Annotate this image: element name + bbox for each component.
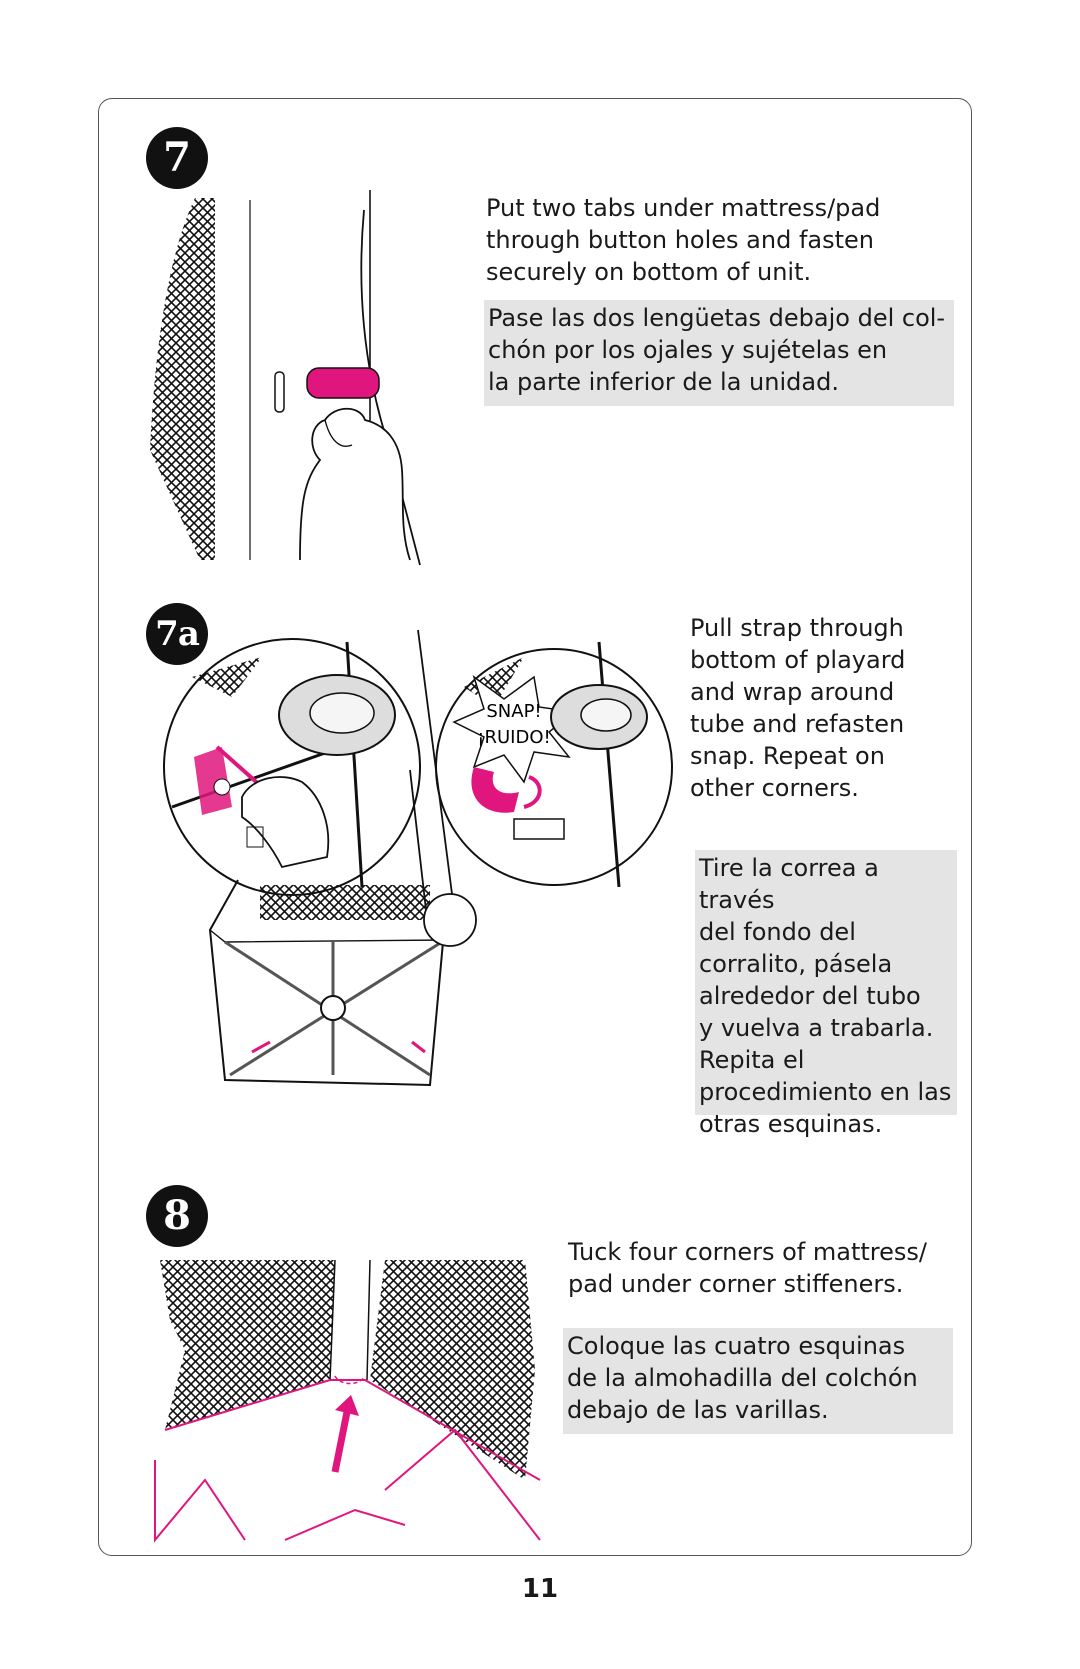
page-number: 11 (521, 1574, 559, 1604)
playard-frame-illustration (208, 629, 477, 1087)
step-8-badge: 8 (146, 1185, 208, 1247)
page-frame (98, 98, 972, 1556)
step-7a-badge: 7a (146, 603, 208, 665)
step-7-instructions-en: Put two tabs under mattress/pad through … (486, 194, 881, 286)
snap-label: SNAP! (486, 701, 541, 722)
step-7a-instructions-es: Tire la correa a través del fondo del co… (695, 850, 957, 1138)
step-7a-detail-right: SNAP! ¡RUIDO! (435, 641, 673, 888)
step-7a-instructions-en: Pull strap through bottom of playard and… (690, 614, 906, 802)
step-7-illustration (150, 190, 421, 566)
step-8-illustration (154, 1259, 541, 1543)
step-7-badge: 7 (146, 127, 208, 189)
ruido-label: ¡RUIDO! (477, 727, 550, 748)
step-7-instructions-es: Pase las dos lengüetas debajo del col- c… (484, 300, 954, 406)
step-8-instructions-en: Tuck four corners of mattress/ pad under… (568, 1238, 927, 1298)
step-8-instructions-es: Coloque las cuatro esquinas de la almoha… (563, 1328, 953, 1434)
step-7a-detail-left (163, 638, 421, 896)
